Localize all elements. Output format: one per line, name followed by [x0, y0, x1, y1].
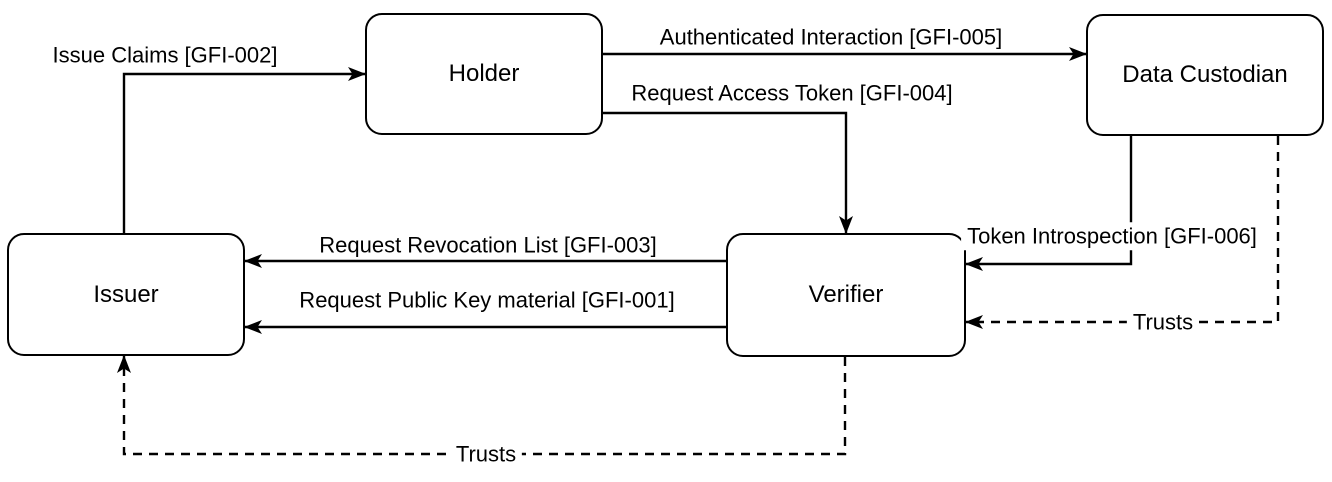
edge-label-request-revocation-list: Request Revocation List [GFI-003]	[313, 231, 663, 259]
edge-label-token-introspection: Token Introspection [GFI-006]	[961, 222, 1263, 250]
edge-token-introspection	[965, 136, 1133, 271]
node-issuer: Issuer	[7, 233, 245, 356]
edge-trusts-issuer	[117, 355, 847, 456]
node-verifier-label: Verifier	[808, 281, 884, 308]
edge-label-request-public-key: Request Public Key material [GFI-001]	[293, 286, 681, 314]
edge-request-access-token	[603, 111, 853, 234]
node-data-custodian-label: Data Custodian	[1122, 61, 1288, 88]
edge-label-request-access-token: Request Access Token [GFI-004]	[625, 79, 959, 107]
edge-label-trusts-verifier: Trusts	[1126, 308, 1200, 336]
edge-label-authenticated-interaction: Authenticated Interaction [GFI-005]	[653, 23, 1009, 51]
node-verifier: Verifier	[726, 233, 966, 357]
edge-label-issue-claims: Issue Claims [GFI-002]	[46, 41, 284, 69]
node-issuer-label: Issuer	[93, 280, 159, 308]
node-data-custodian: Data Custodian	[1086, 14, 1324, 136]
node-holder: Holder	[365, 13, 603, 135]
node-holder-label: Holder	[448, 60, 520, 87]
edge-label-trusts-issuer: Trusts	[449, 440, 523, 468]
edge-issue-claims	[122, 67, 366, 233]
